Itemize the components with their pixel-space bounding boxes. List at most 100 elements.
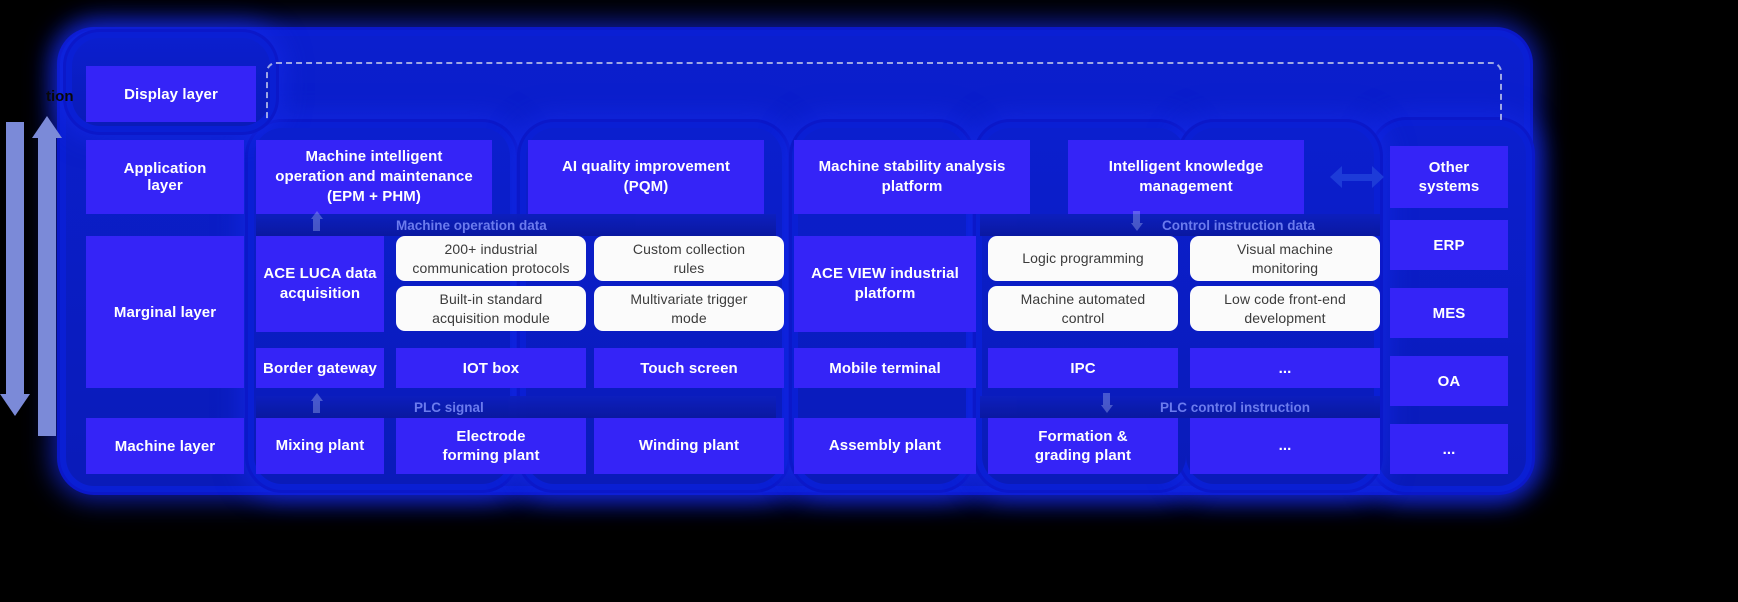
- other-system-oa[interactable]: OA: [1390, 356, 1508, 406]
- arrow-head-left: [1330, 166, 1342, 188]
- machine-plant-electrode-forming[interactable]: Electrode forming plant: [396, 418, 586, 474]
- marginal-device-mobile-terminal[interactable]: Mobile terminal: [794, 348, 976, 388]
- marginal-device-touch-screen[interactable]: Touch screen: [594, 348, 784, 388]
- arrow-head-up-icon: [32, 116, 62, 138]
- app-card-pqm[interactable]: AI quality improvement (PQM): [528, 140, 764, 214]
- layer-label-application-text: Application layer: [123, 160, 207, 194]
- other-system-oa-text: OA: [1437, 372, 1461, 390]
- flow-arrow-down-icon: [1100, 393, 1113, 413]
- flow-arrow-up-icon: [310, 393, 323, 413]
- upward-flow-arrow: [32, 116, 62, 436]
- other-system-erp-text: ERP: [1433, 236, 1465, 254]
- arrow-stem: [6, 122, 24, 394]
- machine-plant-mixing[interactable]: Mixing plant: [256, 418, 384, 474]
- machine-plant-formation-grading-text: Formation & grading plant: [1034, 427, 1132, 465]
- arrow-stem: [38, 138, 56, 436]
- layer-label-machine[interactable]: Machine layer: [86, 418, 244, 474]
- app-card-stability-analysis-text: Machine stability analysis platform: [818, 157, 1006, 195]
- marginal-feature-protocols[interactable]: 200+ industrial communication protocols: [396, 236, 586, 281]
- marginal-ace-luca-platform-text: ACE LUCA data acquisition: [263, 264, 377, 302]
- machine-plant-more-text: ...: [1278, 437, 1292, 455]
- flow-arrow-up-icon: [310, 211, 323, 231]
- marginal-feature-logic-programming-text: Logic programming: [1022, 250, 1144, 267]
- marginal-feature-visual-monitoring[interactable]: Visual machine monitoring: [1190, 236, 1380, 281]
- app-card-epm-phm-text: Machine intelligent operation and mainte…: [275, 147, 473, 206]
- other-system-other[interactable]: Other systems: [1390, 146, 1508, 208]
- marginal-device-ipc[interactable]: IPC: [988, 348, 1178, 388]
- bidirectional-link-arrow-icon: [1330, 166, 1384, 188]
- arrow-bar: [1342, 173, 1372, 181]
- band-plc-control-instruction: PLC control instruction: [980, 393, 1380, 418]
- marginal-device-more[interactable]: ...: [1190, 348, 1380, 388]
- arrow-head-down-icon: [0, 394, 30, 416]
- arrow-head-up: [310, 393, 323, 401]
- app-card-epm-phm[interactable]: Machine intelligent operation and mainte…: [256, 140, 492, 214]
- band-machine-operation-data: Machine operation data: [256, 211, 776, 236]
- arrow-stem: [1133, 211, 1140, 223]
- marginal-device-iot-box[interactable]: IOT box: [396, 348, 586, 388]
- marginal-feature-standard-module[interactable]: Built-in standard acquisition module: [396, 286, 586, 331]
- layer-label-machine-text: Machine layer: [114, 437, 216, 455]
- marginal-device-more-text: ...: [1278, 359, 1292, 377]
- arrow-head-down: [1100, 405, 1113, 413]
- layer-label-display[interactable]: Display layer: [86, 66, 256, 122]
- marginal-device-border-gateway[interactable]: Border gateway: [256, 348, 384, 388]
- marginal-device-border-gateway-text: Border gateway: [263, 359, 377, 377]
- layer-label-marginal[interactable]: Marginal layer: [86, 236, 244, 388]
- marginal-ace-view-platform[interactable]: ACE VIEW industrial platform: [794, 236, 976, 332]
- marginal-device-ipc-text: IPC: [1070, 359, 1096, 377]
- marginal-ace-view-platform-text: ACE VIEW industrial platform: [811, 264, 959, 302]
- marginal-feature-automated-control[interactable]: Machine automated control: [988, 286, 1178, 331]
- layer-label-application[interactable]: Application layer: [86, 140, 244, 214]
- band-control-instruction-data: Control instruction data: [980, 211, 1380, 236]
- app-card-knowledge-management-text: Intelligent knowledge management: [1108, 157, 1264, 195]
- arrow-head-up: [310, 211, 323, 219]
- app-card-knowledge-management[interactable]: Intelligent knowledge management: [1068, 140, 1304, 214]
- machine-plant-formation-grading[interactable]: Formation & grading plant: [988, 418, 1178, 474]
- arrow-head-right: [1372, 166, 1384, 188]
- arrow-stem: [313, 401, 320, 413]
- app-card-pqm-text: AI quality improvement (PQM): [561, 157, 731, 195]
- other-system-erp[interactable]: ERP: [1390, 220, 1508, 270]
- other-system-mes-text: MES: [1432, 304, 1466, 322]
- layer-label-display-text: Display layer: [124, 85, 218, 103]
- machine-plant-mixing-text: Mixing plant: [275, 437, 365, 455]
- marginal-feature-logic-programming[interactable]: Logic programming: [988, 236, 1178, 281]
- machine-plant-electrode-forming-text: Electrode forming plant: [442, 427, 540, 465]
- other-system-more[interactable]: ...: [1390, 424, 1508, 474]
- marginal-feature-trigger-mode-text: Multivariate trigger mode: [630, 290, 748, 326]
- marginal-feature-visual-monitoring-text: Visual machine monitoring: [1236, 240, 1334, 276]
- band-plc-control-instruction-label: PLC control instruction: [1160, 399, 1310, 415]
- marginal-device-iot-box-text: IOT box: [462, 359, 520, 377]
- machine-plant-winding-text: Winding plant: [638, 437, 740, 455]
- display-connector-dashed-line: [266, 62, 1502, 120]
- other-system-more-text: ...: [1442, 440, 1456, 458]
- marginal-device-touch-screen-text: Touch screen: [640, 359, 738, 377]
- marginal-feature-low-code-text: Low code front-end development: [1224, 290, 1346, 326]
- other-system-other-text: Other systems: [1418, 158, 1480, 196]
- marginal-device-mobile-terminal-text: Mobile terminal: [829, 359, 941, 377]
- machine-plant-assembly[interactable]: Assembly plant: [794, 418, 976, 474]
- other-system-mes[interactable]: MES: [1390, 288, 1508, 338]
- marginal-feature-trigger-mode[interactable]: Multivariate trigger mode: [594, 286, 784, 331]
- marginal-feature-custom-rules-text: Custom collection rules: [632, 240, 746, 276]
- machine-plant-winding[interactable]: Winding plant: [594, 418, 784, 474]
- marginal-ace-luca-platform[interactable]: ACE LUCA data acquisition: [256, 236, 384, 332]
- band-machine-operation-data-label: Machine operation data: [396, 217, 547, 233]
- band-plc-signal: PLC signal: [256, 393, 776, 418]
- marginal-feature-standard-module-text: Built-in standard acquisition module: [432, 290, 550, 326]
- clipped-left-label: tion: [46, 88, 74, 105]
- marginal-feature-custom-rules[interactable]: Custom collection rules: [594, 236, 784, 281]
- marginal-feature-automated-control-text: Machine automated control: [1020, 290, 1146, 326]
- layer-label-marginal-text: Marginal layer: [113, 303, 217, 321]
- app-card-stability-analysis[interactable]: Machine stability analysis platform: [794, 140, 1030, 214]
- band-control-instruction-data-label: Control instruction data: [1162, 217, 1315, 233]
- marginal-feature-low-code[interactable]: Low code front-end development: [1190, 286, 1380, 331]
- marginal-feature-protocols-text: 200+ industrial communication protocols: [412, 240, 570, 276]
- arrow-stem: [1103, 393, 1110, 405]
- machine-plant-more[interactable]: ...: [1190, 418, 1380, 474]
- arrow-head-down: [1130, 223, 1143, 231]
- machine-plant-assembly-text: Assembly plant: [828, 437, 942, 455]
- downward-flow-arrow: [0, 122, 30, 416]
